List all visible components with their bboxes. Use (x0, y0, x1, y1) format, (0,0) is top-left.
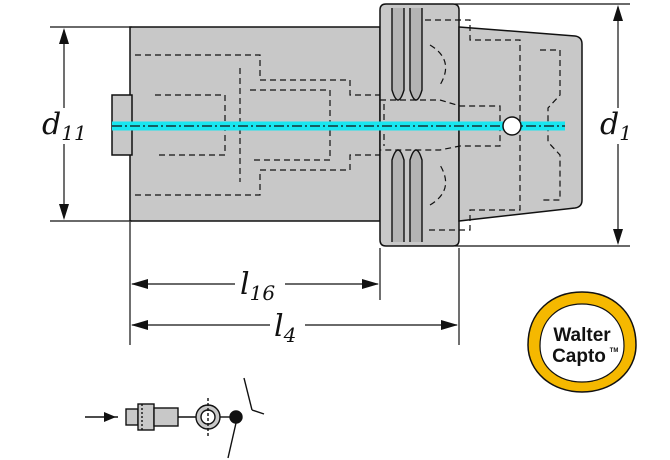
logo-trademark: TM (610, 348, 619, 354)
dimension-label-d11: d11 (42, 107, 87, 145)
coolant-channel (112, 116, 565, 136)
logo-word-capto: Capto (552, 346, 606, 367)
dimension-lines (50, 3, 630, 345)
dimension-label-d1: d1 (600, 107, 632, 145)
logo-word-walter: Walter (553, 325, 611, 346)
coolant-port-hole (502, 116, 522, 136)
hidden-internal-lines (135, 19, 561, 231)
dimension-label-l16: l16 (240, 267, 275, 305)
dimension-label-l4: l4 (274, 309, 296, 347)
walter-capto-logo: Walter Capto TM (527, 291, 637, 393)
logo-inner-field (539, 303, 625, 383)
coolant-path-icon (85, 377, 265, 459)
